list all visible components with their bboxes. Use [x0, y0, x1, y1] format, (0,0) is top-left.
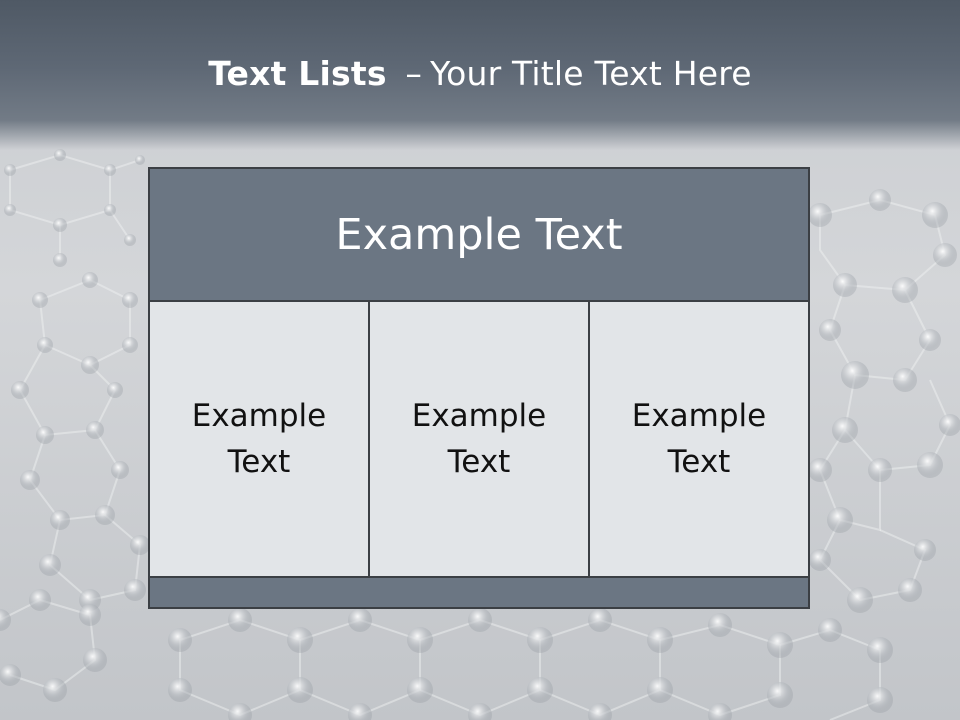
text-list-table: Example Text Example Text Example Text E…	[148, 167, 810, 609]
table-header-cell: Example Text	[150, 169, 808, 302]
table-body-row: Example Text Example Text Example Text	[150, 302, 808, 576]
slide-title: Text Lists –Your Title Text Here	[0, 52, 960, 96]
table-cell-1-line1: Example	[191, 398, 327, 434]
table-cell-3-line1: Example	[631, 398, 767, 434]
slide-title-bold: Text Lists	[208, 54, 387, 93]
title-band	[0, 0, 960, 150]
table-cell-1-line2: Text	[227, 444, 291, 480]
table-cell-3: Example Text	[588, 302, 808, 576]
table-footer-bar	[150, 576, 808, 607]
table-cell-3-line2: Text	[667, 444, 731, 480]
table-header-text: Example Text	[335, 209, 623, 260]
table-cell-2-line1: Example	[411, 398, 547, 434]
table-cell-2-line2: Text	[447, 444, 511, 480]
table-cell-1: Example Text	[150, 302, 368, 576]
slide-title-rest: Your Title Text Here	[430, 54, 752, 93]
table-cell-2: Example Text	[368, 302, 588, 576]
slide-title-dash: –	[405, 54, 423, 93]
